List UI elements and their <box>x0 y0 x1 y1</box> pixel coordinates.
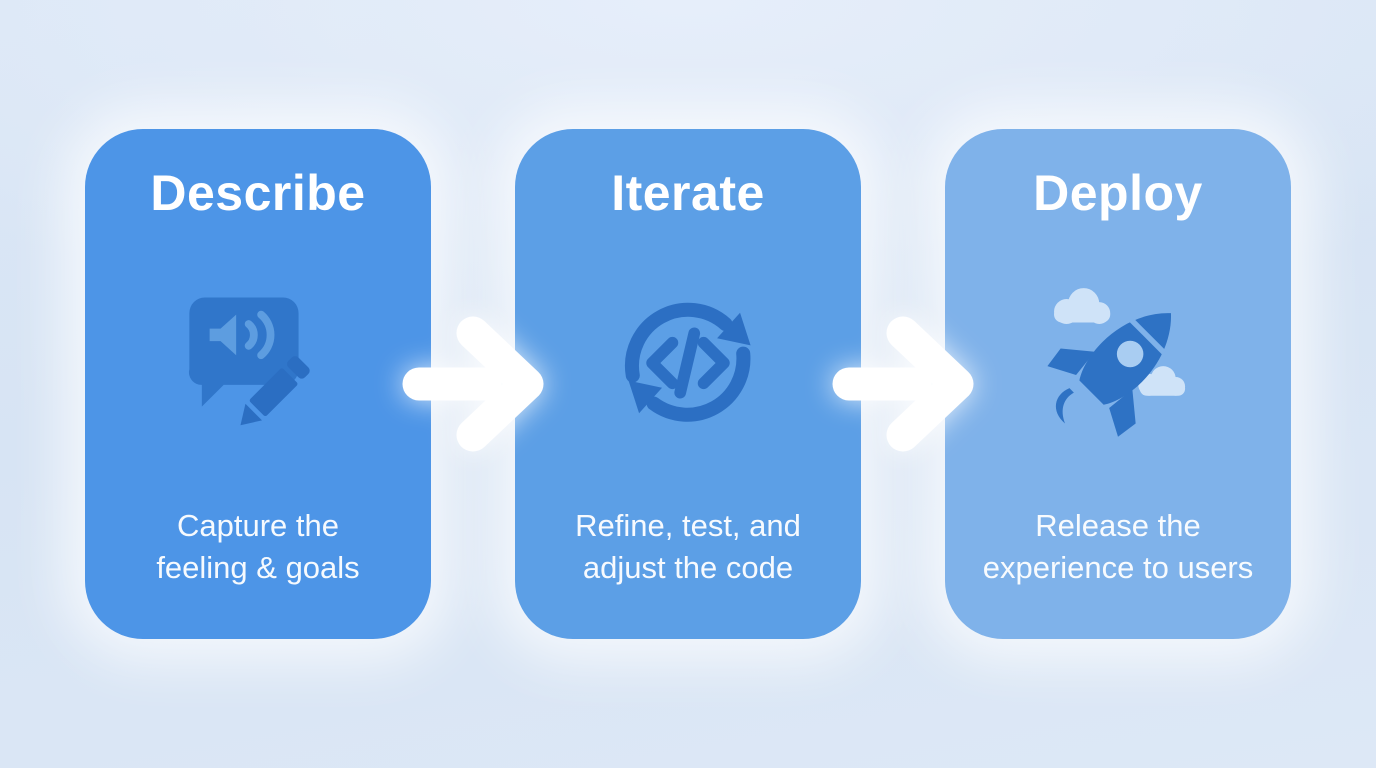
step-card-describe: Describe Capture the feeling & goals <box>85 129 431 639</box>
speech-bubble-speaker-pencil-icon <box>188 296 310 425</box>
step-subtitle: Release the experience to users <box>982 507 1254 585</box>
step-subtitle: Refine, test, and adjust the code <box>575 507 801 585</box>
step-subtitle: Capture the feeling & goals <box>156 507 360 585</box>
step-title: Iterate <box>611 165 765 221</box>
step-title: Describe <box>150 165 366 221</box>
step-card-iterate: Iterate Refine, test, and adjust the cod… <box>515 129 861 639</box>
flow-arrow-icon <box>832 316 974 452</box>
code-cycle-icon <box>625 302 751 422</box>
step-card-deploy: Deploy <box>945 129 1291 639</box>
flow-arrow-icon <box>402 316 544 452</box>
rocket-clouds-icon <box>1047 287 1186 437</box>
step-title: Deploy <box>1033 165 1203 221</box>
